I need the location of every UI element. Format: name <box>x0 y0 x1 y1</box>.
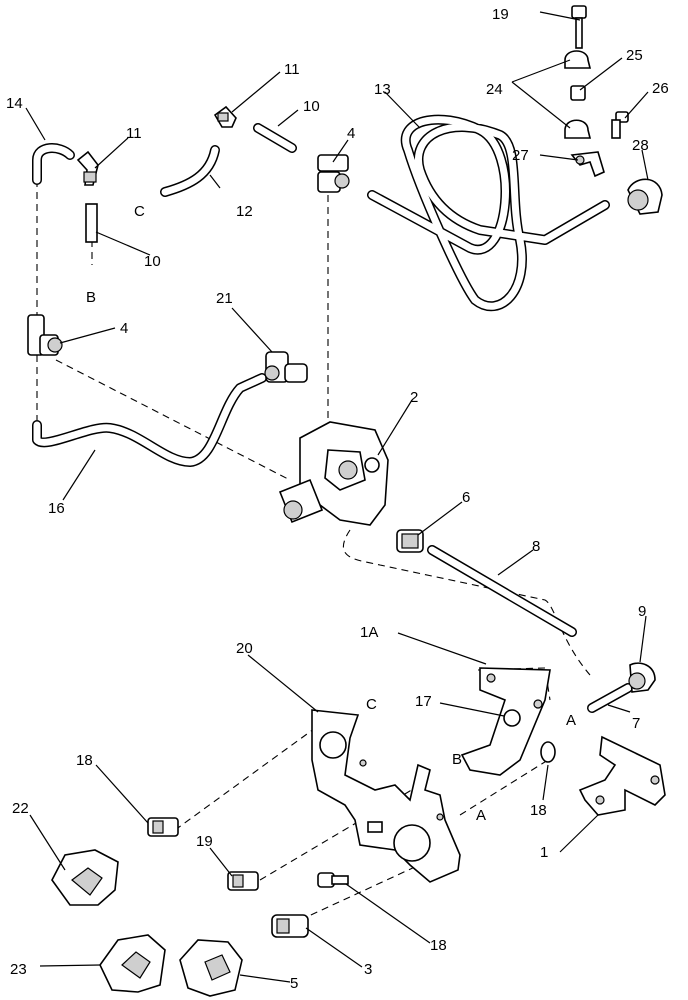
letter-C-top: C <box>134 203 145 220</box>
callout-26: 19 <box>492 6 509 23</box>
fitting-6 <box>396 529 424 553</box>
callout-22: 21 <box>216 290 233 307</box>
letter-A-plate: A <box>476 807 486 824</box>
callout-1: 1 <box>540 844 548 861</box>
callout-8: 8 <box>532 538 540 555</box>
screw-28 <box>611 111 629 139</box>
nut-16-lower <box>540 741 556 763</box>
callout-23: 28 <box>632 137 649 154</box>
fitting-3 <box>271 914 309 938</box>
callout-5: 5 <box>290 975 298 992</box>
callout-10-left: 10 <box>144 253 161 270</box>
elbow-fitting-9 <box>628 662 656 693</box>
mounting-plate-21 <box>311 709 461 883</box>
letter-A-hose: A <box>566 712 576 729</box>
letter-B-left: B <box>86 289 96 306</box>
callout-9: 9 <box>638 603 646 620</box>
letter-C-plate: C <box>366 696 377 713</box>
tee-fitting-4-left <box>27 314 63 356</box>
hose-10-top <box>253 123 297 153</box>
fitting-18-upper <box>147 817 179 837</box>
callout-27: 25 <box>626 47 643 64</box>
hose-10-left <box>85 203 98 243</box>
hose-12 <box>160 145 220 197</box>
alignment-lines <box>36 180 591 921</box>
gladhand-20 <box>99 934 166 993</box>
callout-4-left: 4 <box>120 320 128 337</box>
callout-21: 20 <box>236 640 253 657</box>
callout-7: 7 <box>632 715 640 732</box>
hose-15 <box>32 373 267 467</box>
callout-16-upper: 17 <box>415 693 432 710</box>
callout-24: 27 <box>512 147 529 164</box>
bolt-26 <box>571 5 587 49</box>
callout-17: 18 <box>430 937 447 954</box>
letter-B-plate: B <box>452 751 462 768</box>
screw-17 <box>317 872 349 888</box>
callout-4-top: 4 <box>347 125 355 142</box>
gladhand-19 <box>51 849 119 906</box>
callout-11-left: 11 <box>126 125 142 142</box>
callout-14: 14 <box>6 95 23 112</box>
hose-14 <box>32 143 75 185</box>
callout-19: 22 <box>12 800 29 817</box>
callout-12: 12 <box>236 203 253 220</box>
clamp-25-upper <box>564 50 592 69</box>
callout-2: 2 <box>410 389 418 406</box>
nut-16-upper <box>503 709 521 727</box>
callout-10-top: 10 <box>303 98 320 115</box>
callout-25: 24 <box>486 81 503 98</box>
callout-1A: 1A <box>360 624 378 641</box>
elbow-fitting-11-top <box>213 105 237 128</box>
callout-28: 26 <box>652 80 669 97</box>
connection-letters: C B C A B A <box>86 203 576 824</box>
clamp-25-lower <box>564 119 592 139</box>
callout-18-upper: 18 <box>76 752 93 769</box>
valve-2 <box>278 421 389 526</box>
hose-8 <box>427 545 577 637</box>
callout-18-lower: 19 <box>196 833 213 850</box>
callout-20: 23 <box>10 961 27 978</box>
elbow-fitting-11-left <box>76 150 99 186</box>
bracket-24 <box>570 151 605 178</box>
bracket-1 <box>578 735 666 816</box>
fitting-18-lower <box>227 871 259 891</box>
leader-lines <box>25 11 649 983</box>
callout-13: 13 <box>374 81 391 98</box>
callout-6: 6 <box>462 489 470 506</box>
callout-3: 3 <box>364 961 372 978</box>
tee-fitting-4-top <box>317 154 350 193</box>
callout-15: 16 <box>48 500 65 517</box>
callout-labels: 19 11 25 24 13 26 14 10 11 4 28 27 12 10… <box>6 6 669 992</box>
gladhand-5 <box>179 939 243 997</box>
callout-16-lower: 18 <box>530 802 547 819</box>
hose-13 <box>367 114 610 312</box>
elbow-fitting-23 <box>627 178 663 215</box>
tee-fitting-22 <box>264 351 308 383</box>
hose-7 <box>587 683 633 713</box>
callout-11-top: 11 <box>284 61 300 78</box>
